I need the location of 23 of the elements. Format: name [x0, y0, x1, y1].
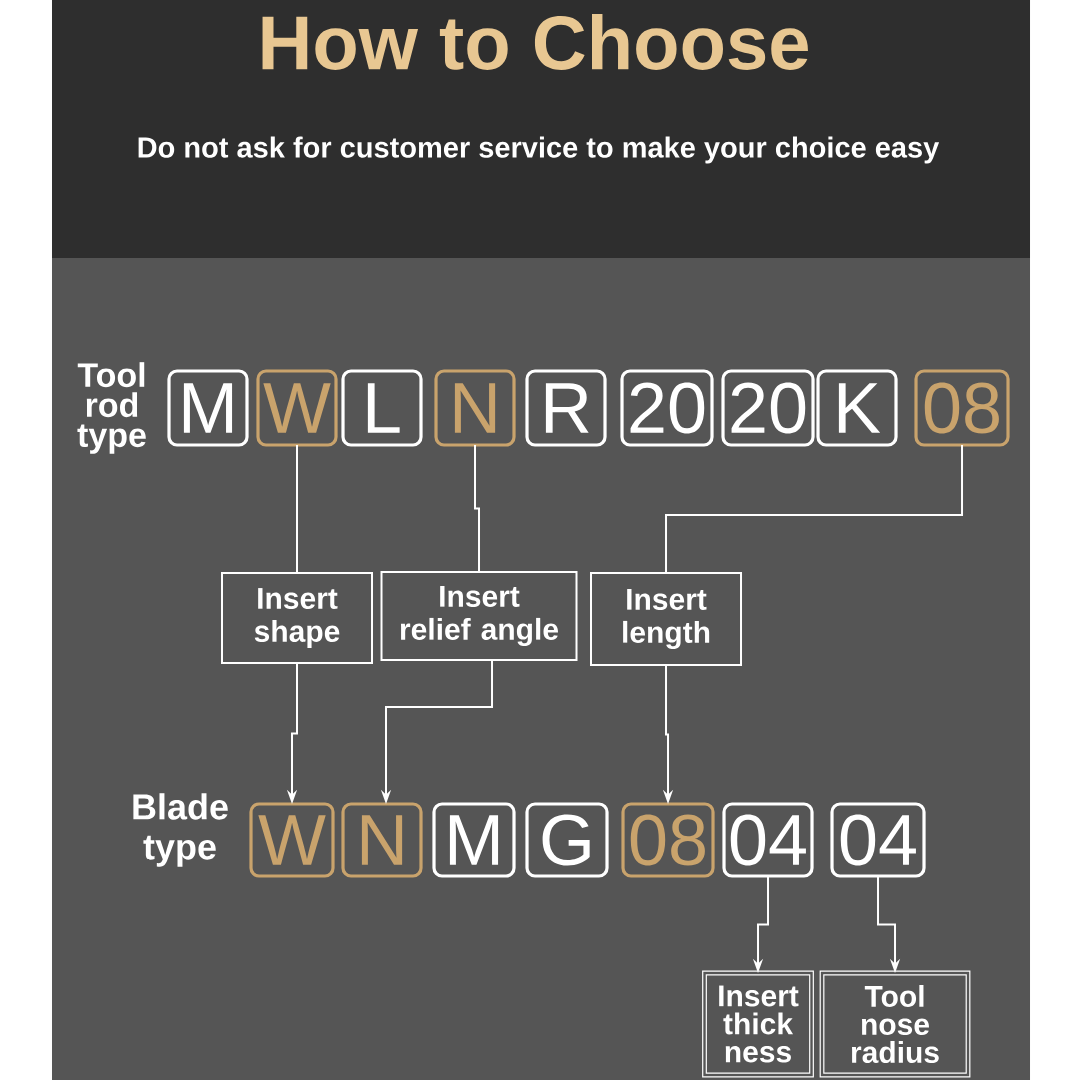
- label-box: Insert length: [590, 572, 742, 666]
- code-letter-box: W: [249, 802, 335, 878]
- code-letter-box: M: [167, 369, 249, 447]
- label-box: Insert relief angle: [380, 571, 578, 661]
- code-letter-box: L: [341, 369, 423, 447]
- code-letter-box: W: [256, 369, 338, 447]
- code-letter-box: 20: [620, 369, 714, 447]
- subtitle: Do not ask for customer service to make your choice easy: [138, 136, 940, 164]
- label-box: Insert shape: [221, 572, 373, 664]
- code-letter-box: R: [525, 369, 607, 447]
- code-letter-box: 08: [914, 369, 1010, 447]
- code-letter-box: M: [432, 802, 516, 878]
- code-letter-box: G: [525, 802, 609, 878]
- code-letter-box: K: [816, 369, 898, 447]
- code-letter-box: 08: [621, 802, 715, 878]
- label-box: Insert thick ness: [702, 970, 814, 1078]
- code-letter-box: 04: [830, 802, 926, 878]
- code-letter-box: 04: [722, 802, 814, 878]
- title: How to Choose: [262, 14, 808, 70]
- label-box: Tool nose radius: [819, 970, 971, 1078]
- code-letter-box: N: [341, 802, 423, 878]
- code-letter-box: 20: [721, 369, 815, 447]
- code-letter-box: N: [434, 369, 516, 447]
